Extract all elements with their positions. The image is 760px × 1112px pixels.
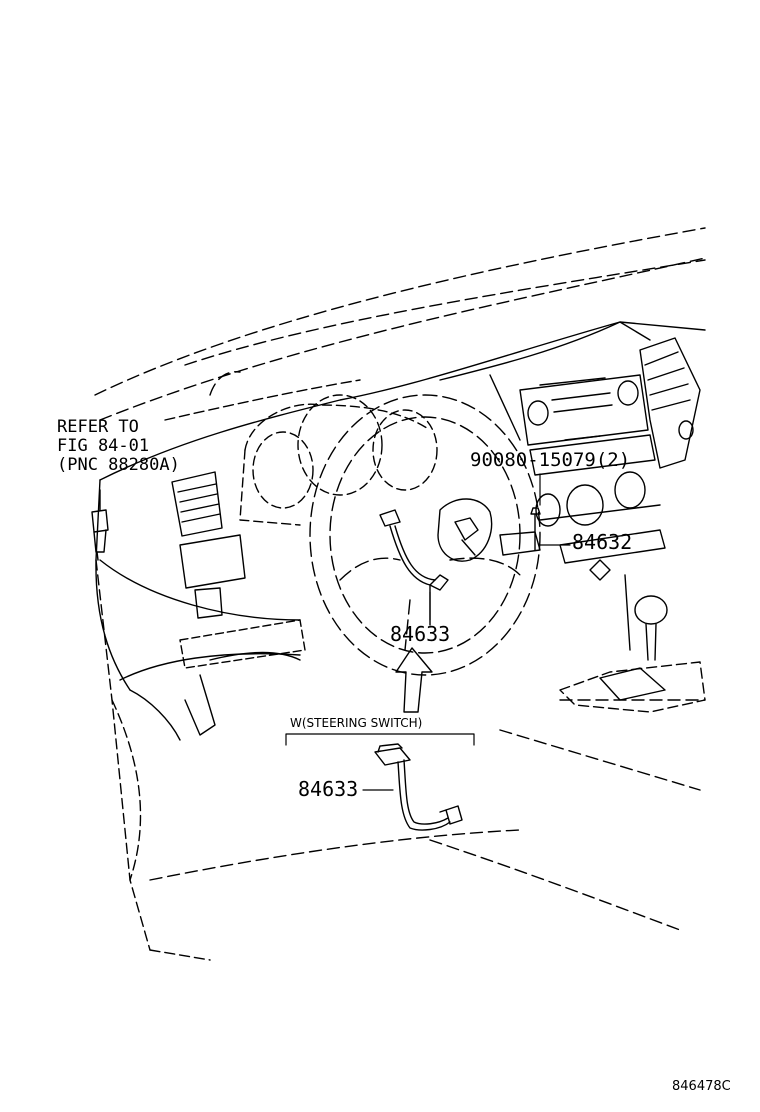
left-pillar xyxy=(95,559,211,961)
leader-lines xyxy=(362,473,571,791)
callout-wire-part-number: 84633 xyxy=(390,622,451,646)
figure-code: 846478C xyxy=(672,1079,731,1094)
steering-wheel xyxy=(309,394,541,676)
detail-title: W(STEERING SWITCH) xyxy=(290,716,423,730)
floor-lines xyxy=(149,699,706,931)
steering-center-assembly xyxy=(379,498,541,626)
detail-bracket xyxy=(285,733,475,746)
reference-note-line1: REFER TO xyxy=(57,417,139,437)
reference-note-line3: (PNC 88280A) xyxy=(57,455,180,475)
instrument-cluster xyxy=(239,394,438,526)
reference-note-line2: FIG 84-01 xyxy=(57,436,150,456)
callout-bolt-part-number: 90080-15079(2) xyxy=(470,449,631,471)
right-air-vent xyxy=(639,337,701,469)
dashboard-contour xyxy=(95,321,706,691)
left-air-vent xyxy=(171,471,223,537)
callout-detail-wire-part-number: 84633 xyxy=(298,777,359,801)
lower-left-panels xyxy=(129,534,306,741)
center-console xyxy=(439,321,666,581)
direction-arrow xyxy=(395,647,433,713)
gear-shifter xyxy=(559,574,706,713)
sensor-part xyxy=(91,489,109,561)
callout-switch-part-number: 84632 xyxy=(572,530,633,554)
windshield-outline xyxy=(94,227,706,421)
detail-wire-harness xyxy=(374,743,463,831)
